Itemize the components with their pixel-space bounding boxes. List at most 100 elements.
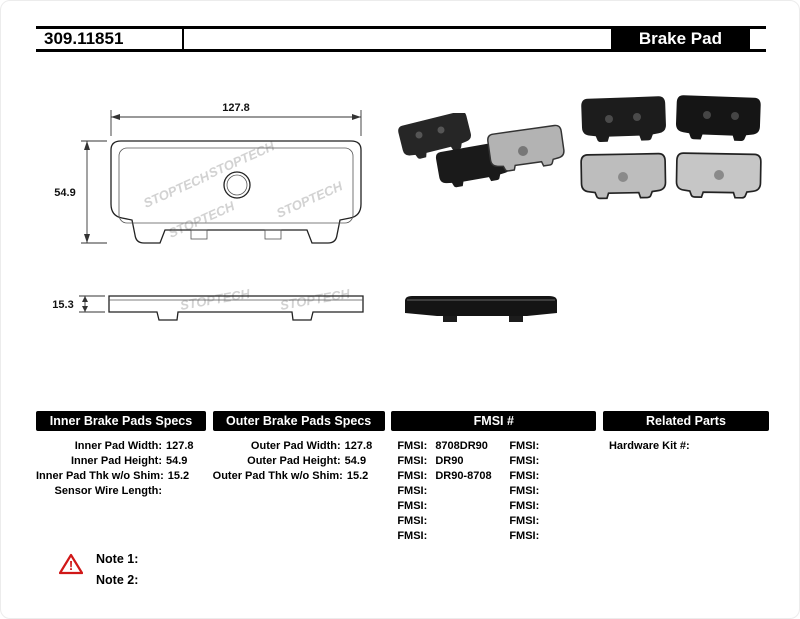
table-row: Outer Pad Width: 127.8 <box>213 439 385 454</box>
side-profile-outline <box>108 295 364 321</box>
fmsi-table-header: FMSI # <box>391 411 597 431</box>
fmsi-label: FMSI: <box>509 470 540 482</box>
related-parts-table-body: Hardware Kit #: <box>603 439 769 454</box>
related-part-label: Hardware Kit #: <box>608 440 690 452</box>
bottom-tab <box>509 316 523 322</box>
outer-pads-table-body: Outer Pad Width: 127.8 Outer Pad Height:… <box>213 439 385 484</box>
fmsi-value <box>435 484 505 499</box>
table-row: Outer Pad Height: 54.9 <box>213 454 385 469</box>
fmsi-value: 8708DR90 <box>435 440 488 452</box>
header-band: 309.11851 Brake Pad <box>36 26 766 52</box>
header-spacer <box>184 29 611 49</box>
pad-hole <box>618 172 628 182</box>
fmsi-label: FMSI: <box>397 530 428 542</box>
table-row: Sensor Wire Length: <box>36 484 206 499</box>
outer-pads-table-header: Outer Brake Pads Specs <box>212 411 385 431</box>
watermark-text: STOPTECH <box>141 168 212 211</box>
fmsi-label: FMSI: <box>397 440 428 452</box>
rivet-hole <box>703 111 711 119</box>
outer-pads-table: Outer Brake Pads Specs Outer Pad Width: … <box>212 411 385 544</box>
pads-photo-set <box>580 95 762 200</box>
inner-pads-table: Inner Brake Pads Specs Inner Pad Width: … <box>36 411 206 544</box>
related-part-value <box>694 439 769 454</box>
fmsi-label: FMSI: <box>397 485 428 497</box>
spec-value: 15.2 <box>346 470 369 482</box>
spec-value: 127.8 <box>166 440 194 452</box>
watermark-text: STOPTECH <box>166 198 237 241</box>
bottom-tab <box>190 229 208 240</box>
spec-label: Inner Pad Thk w/o Shim: <box>36 470 164 482</box>
pad-outline <box>110 140 362 244</box>
fmsi-value <box>547 484 596 499</box>
note-2-label: Note 2: <box>96 573 139 587</box>
bottom-tab <box>264 229 282 240</box>
pad-hole <box>518 146 528 156</box>
fmsi-label: FMSI: <box>509 515 540 527</box>
front-view-drawing: STOPTECH STOPTECH STOPTECH STOPTECH 127.… <box>54 102 362 244</box>
watermark-text: STOPTECH <box>206 138 277 181</box>
table-row: Inner Pad Width: 127.8 <box>36 439 206 454</box>
bottom-tab <box>443 316 457 322</box>
spec-value: 54.9 <box>344 455 367 467</box>
table-row: FMSI: FMSI: <box>391 529 596 544</box>
rivet-hole <box>605 115 613 123</box>
svg-text:!: ! <box>69 558 73 573</box>
fmsi-label: FMSI: <box>509 530 540 542</box>
fmsi-value <box>435 514 505 529</box>
table-row: Inner Pad Thk w/o Shim: 15.2 <box>36 469 206 484</box>
fmsi-label: FMSI: <box>397 470 428 482</box>
spec-label: Inner Pad Width: <box>74 440 162 452</box>
fmsi-value: DR90-8708 <box>435 470 492 482</box>
notes-section: ! Note 1: Note 2: <box>59 552 138 588</box>
fmsi-value <box>547 439 596 454</box>
pad-hole-inner <box>226 174 248 196</box>
inner-pads-table-header: Inner Brake Pads Specs <box>36 411 206 431</box>
product-type-badge: Brake Pad <box>610 29 750 49</box>
pad-edge-photo <box>405 296 557 322</box>
pad-hole <box>714 170 724 180</box>
fmsi-value <box>547 454 596 469</box>
fmsi-label: FMSI: <box>397 455 428 467</box>
spec-value: 127.8 <box>344 440 373 452</box>
table-row: FMSI: FMSI: <box>391 484 596 499</box>
fmsi-label: FMSI: <box>509 455 540 467</box>
pad-hole <box>223 171 251 199</box>
table-row: FMSI: DR90 FMSI: <box>391 454 596 469</box>
spec-label: Sensor Wire Length: <box>54 485 162 497</box>
brake-pad-photo <box>581 96 667 143</box>
fmsi-label: FMSI: <box>397 500 428 512</box>
fmsi-table-body: FMSI: 8708DR90 FMSI: FMSI: DR90 FMSI: FM… <box>391 439 596 544</box>
fmsi-label: FMSI: <box>509 485 540 497</box>
fmsi-value <box>435 529 505 544</box>
related-parts-table: Related Parts Hardware Kit #: <box>602 411 769 544</box>
friction-contour <box>118 147 354 224</box>
fmsi-value: DR90 <box>435 455 464 467</box>
fmsi-value <box>547 529 596 544</box>
fmsi-value <box>547 499 596 514</box>
fmsi-table: FMSI # FMSI: 8708DR90 FMSI: FMSI: DR90 F… <box>391 411 597 544</box>
width-dimension: 127.8 <box>222 102 250 114</box>
spec-value <box>166 484 206 499</box>
side-view-drawing: STOPTECH STOPTECH 15.3 <box>52 287 364 321</box>
rivet-hole <box>437 126 445 134</box>
rivet-hole <box>415 131 423 139</box>
fmsi-value <box>547 514 596 529</box>
spec-label: Outer Pad Height: <box>247 455 341 467</box>
table-row: FMSI: FMSI: <box>391 514 596 529</box>
table-row: Outer Pad Thk w/o Shim: 15.2 <box>213 469 385 484</box>
brake-pad-photo <box>675 95 761 142</box>
fmsi-label: FMSI: <box>509 440 540 452</box>
table-row: FMSI: 8708DR90 FMSI: <box>391 439 596 454</box>
pads-photo-middle <box>397 113 567 190</box>
related-parts-table-header: Related Parts <box>602 411 769 431</box>
spec-label: Outer Pad Width: <box>250 440 341 452</box>
table-row: FMSI: DR90-8708 FMSI: <box>391 469 596 484</box>
rivet-hole <box>633 113 641 121</box>
spec-tables: Inner Brake Pads Specs Inner Pad Width: … <box>36 411 769 544</box>
note-lines: Note 1: Note 2: <box>96 552 138 588</box>
fmsi-label: FMSI: <box>509 500 540 512</box>
spec-value: 54.9 <box>166 455 188 467</box>
part-number: 309.11851 <box>36 29 184 49</box>
warning-icon: ! <box>59 553 83 575</box>
